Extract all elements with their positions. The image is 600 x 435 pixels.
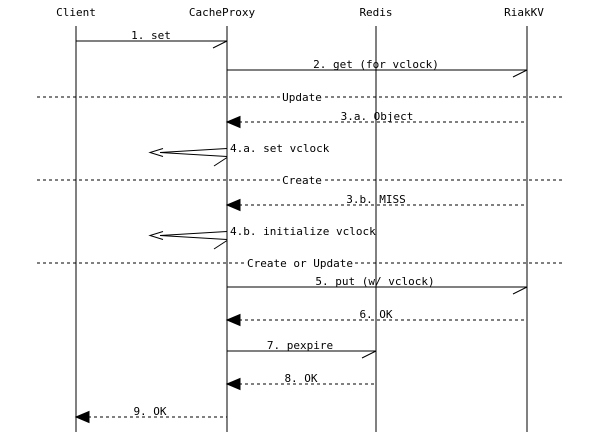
participant-label-riakkv: RiakKV <box>504 6 544 19</box>
arrowhead-open-pexpire-icon <box>361 350 377 359</box>
arrowhead-filled-ok9-icon <box>74 410 90 424</box>
message-label-ok6: 6. OK <box>359 308 393 321</box>
arrowhead-filled-miss-icon <box>225 198 241 212</box>
message-label-object: 3.a. Object <box>340 110 414 123</box>
selfcall-loop-set-vclock <box>159 148 228 157</box>
arrowhead-open-set-icon <box>212 40 228 49</box>
message-label-get-vclock: 2. get (for vclock) <box>313 58 439 71</box>
arrowhead-open-get-icon <box>512 69 528 78</box>
message-label-miss: 3.b. MISS <box>346 193 406 206</box>
selfcall-loop-init-vclock <box>159 231 228 240</box>
message-label-ok8: 8. OK <box>284 372 318 385</box>
message-label-ok9: 9. OK <box>133 405 167 418</box>
participant-label-client: Client <box>56 6 96 19</box>
selfcall-barb-set-vclock-icon <box>213 157 228 167</box>
divider-label-create: Create <box>280 174 324 187</box>
arrowhead-open-set-vclock-icon <box>148 148 164 157</box>
message-label-init-vclock: 4.b. initialize vclock <box>230 225 376 238</box>
arrowhead-filled-ok6-icon <box>225 313 241 327</box>
divider-label-update: Update <box>280 91 324 104</box>
arrowhead-filled-ok8-icon <box>225 377 241 391</box>
arrowhead-open-init-vclock-icon <box>148 231 164 240</box>
divider-label-create-or-update: Create or Update <box>245 257 355 270</box>
participant-label-redis: Redis <box>359 6 393 19</box>
arrowhead-filled-object-icon <box>225 115 241 129</box>
message-label-set-vclock: 4.a. set vclock <box>230 142 330 155</box>
message-label-set: 1. set <box>131 29 171 42</box>
selfcall-barb-init-vclock-icon <box>213 240 228 250</box>
message-label-pexpire: 7. pexpire <box>266 339 334 352</box>
message-label-put: 5. put (w/ vclock) <box>315 275 435 288</box>
arrowhead-open-put-icon <box>512 286 528 295</box>
participant-label-cacheproxy: CacheProxy <box>188 6 256 19</box>
